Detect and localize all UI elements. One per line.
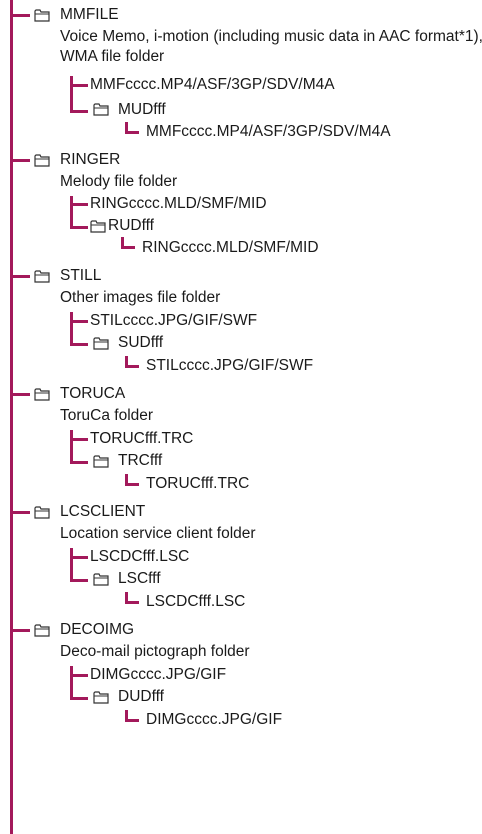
subfile-pattern: LSCDCfff.LSC	[146, 593, 246, 610]
folder-icon	[93, 455, 109, 468]
subfolder-name: RUDfff	[108, 217, 154, 234]
leaf-connector	[125, 710, 128, 722]
sub-trunk	[70, 76, 73, 112]
folder-name: MMFILE	[60, 6, 119, 23]
branch-connector	[70, 343, 88, 346]
branch-connector	[10, 14, 30, 17]
tree-trunk	[10, 0, 13, 834]
folder-name: LCSCLIENT	[60, 503, 146, 520]
leaf-connector	[121, 246, 135, 249]
subfolder-name: TRCfff	[118, 452, 163, 469]
folder-icon	[93, 103, 109, 116]
subfile-pattern: MMFcccc.MP4/ASF/3GP/SDV/M4A	[146, 123, 391, 140]
leaf-connector	[125, 131, 139, 134]
folder-name: RINGER	[60, 151, 121, 168]
folder-description: Melody file folder	[60, 173, 178, 190]
folder-description: Deco-mail pictograph folder	[60, 643, 250, 660]
branch-connector	[70, 461, 88, 464]
folder-icon	[34, 388, 50, 401]
folder-description: Location service client folder	[60, 525, 256, 542]
folder-icon	[34, 624, 50, 637]
folder-name: TORUCA	[60, 385, 126, 402]
subfolder-name: DUDfff	[118, 688, 164, 705]
leaf-connector	[121, 237, 124, 249]
folder-icon	[93, 573, 109, 586]
leaf-connector	[125, 601, 139, 604]
branch-connector	[70, 320, 88, 323]
sub-trunk	[70, 312, 73, 345]
branch-connector	[70, 438, 88, 441]
folder-description: Other images file folder	[60, 289, 221, 306]
folder-description: ToruCa folder	[60, 407, 154, 424]
branch-connector	[70, 110, 88, 113]
subfile-pattern: RINGcccc.MLD/SMF/MID	[142, 239, 319, 256]
file-pattern: STILcccc.JPG/GIF/SWF	[90, 312, 258, 329]
branch-connector	[70, 697, 88, 700]
subfolder-name: MUDfff	[118, 101, 166, 118]
branch-connector	[10, 159, 30, 162]
branch-connector	[70, 84, 88, 87]
subfolder-name: LSCfff	[118, 570, 161, 587]
subfolder-name: SUDfff	[118, 334, 164, 351]
branch-connector	[70, 226, 88, 229]
folder-icon	[34, 154, 50, 167]
file-pattern: LSCDCfff.LSC	[90, 548, 190, 565]
branch-connector	[10, 393, 30, 396]
file-pattern: TORUCfff.TRC	[90, 430, 194, 447]
folder-icon	[34, 506, 50, 519]
folder-icon	[93, 337, 109, 350]
folder-name: STILL	[60, 267, 102, 284]
branch-connector	[70, 674, 88, 677]
sub-trunk	[70, 666, 73, 699]
file-pattern: RINGcccc.MLD/SMF/MID	[90, 195, 267, 212]
leaf-connector	[125, 365, 139, 368]
branch-connector	[10, 511, 30, 514]
folder-name: DECOIMG	[60, 621, 135, 638]
leaf-connector	[125, 356, 128, 368]
file-pattern: DIMGcccc.JPG/GIF	[90, 666, 227, 683]
leaf-connector	[125, 122, 128, 134]
branch-connector	[70, 579, 88, 582]
leaf-connector	[125, 592, 128, 604]
subfile-pattern: DIMGcccc.JPG/GIF	[146, 711, 283, 728]
branch-connector	[70, 203, 88, 206]
folder-icon	[93, 691, 109, 704]
folder-icon	[90, 220, 106, 233]
branch-connector	[10, 629, 30, 632]
sub-trunk	[70, 430, 73, 463]
sub-trunk	[70, 196, 73, 228]
subfile-pattern: STILcccc.JPG/GIF/SWF	[146, 357, 314, 374]
leaf-connector	[125, 719, 139, 722]
folder-icon	[34, 270, 50, 283]
leaf-connector	[125, 474, 128, 486]
folder-description: Voice Memo, i-motion (including music da…	[60, 28, 482, 65]
folder-icon	[34, 9, 50, 22]
subfile-pattern: TORUCfff.TRC	[146, 475, 250, 492]
branch-connector	[10, 275, 30, 278]
leaf-connector	[125, 483, 139, 486]
branch-connector	[70, 556, 88, 559]
sub-trunk	[70, 548, 73, 581]
file-pattern: MMFcccc.MP4/ASF/3GP/SDV/M4A	[90, 76, 335, 93]
